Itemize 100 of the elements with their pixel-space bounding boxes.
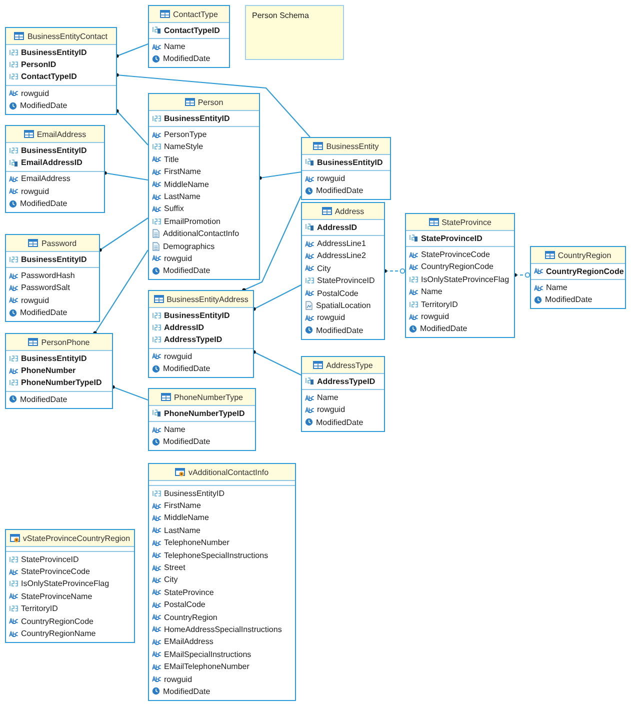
note: Person Schema xyxy=(245,5,344,60)
table-name: ContactType xyxy=(173,10,218,18)
column-name: AddressLine2 xyxy=(317,251,366,260)
column-name: ModifiedDate xyxy=(20,101,68,110)
table-name: Address xyxy=(334,206,364,216)
column-name: CountryRegionCode xyxy=(21,616,94,626)
column-name: EmailAddressID xyxy=(21,158,82,168)
column-name: EMailTelephoneNumber xyxy=(164,662,250,672)
table-box xyxy=(301,202,385,340)
column-name: ModifiedDate xyxy=(20,199,68,208)
column-name: BusinessEntityID xyxy=(21,254,87,264)
column-name: rowguid xyxy=(317,405,346,414)
column-name: TerritoryID xyxy=(21,604,58,614)
column-name: Name xyxy=(317,393,338,402)
column-name: TelephoneNumber xyxy=(164,538,230,548)
column-name: PersonID xyxy=(21,60,56,70)
table-box xyxy=(5,333,113,409)
column-name: StateProvinceID xyxy=(21,554,79,564)
relationship-line xyxy=(513,272,530,278)
column-name: rowguid xyxy=(21,186,50,196)
column-name: EMailSpecialInstructions xyxy=(164,650,252,659)
table-name: AddressType xyxy=(326,360,373,370)
table-name: PersonPhone xyxy=(41,338,90,346)
column-name: Name xyxy=(421,287,442,296)
column-name: ModifiedDate xyxy=(545,295,592,304)
table-box xyxy=(301,137,391,200)
column-name: Title xyxy=(164,154,179,164)
column-name: NameStyle xyxy=(164,142,204,152)
relationship-line xyxy=(115,109,148,146)
column-name: BusinessEntityID xyxy=(21,146,87,155)
table-box xyxy=(5,125,105,213)
column-name: Name xyxy=(164,42,186,52)
column-name: BusinessEntityID xyxy=(21,48,87,57)
column-name: AddressID xyxy=(164,323,204,332)
table-name: EmailAddress xyxy=(36,130,86,138)
column-name: ModifiedDate xyxy=(163,266,210,276)
table-name: CountryRegion xyxy=(558,250,612,260)
column-name: rowguid xyxy=(21,296,50,305)
column-name: rowguid xyxy=(317,313,346,322)
column-name: rowguid xyxy=(164,674,192,684)
column-name: BusinessEntityID xyxy=(21,354,87,363)
column-name: ModifiedDate xyxy=(163,686,210,696)
table-box xyxy=(405,213,515,338)
column-name: EMailAddress xyxy=(164,637,214,646)
column-name: AdditionalContactInfo xyxy=(163,229,240,238)
table-box xyxy=(301,356,385,432)
column-name: ModifiedDate xyxy=(163,437,210,446)
table-box xyxy=(530,246,626,310)
table-name: Password xyxy=(41,238,77,248)
column-name: ModifiedDate xyxy=(316,418,364,427)
column-name: EmailAddress xyxy=(21,174,70,184)
relationship-line xyxy=(111,385,148,401)
column-name: CountryRegionCode xyxy=(546,266,624,276)
column-name: Name xyxy=(546,283,568,292)
relationship-line xyxy=(115,73,310,138)
table-name: vAdditionalContactInfo xyxy=(188,468,269,476)
column-name: PersonType xyxy=(164,130,207,140)
column-name: PostalCode xyxy=(164,600,206,610)
column-name: Name xyxy=(164,425,186,434)
column-name: LastName xyxy=(164,526,200,535)
relationship-line xyxy=(98,218,148,252)
table-name: StateProvince xyxy=(442,218,492,226)
column-name: PhoneNumberTypeID xyxy=(21,378,102,388)
table-box xyxy=(5,234,100,322)
table-name: PhoneNumberType xyxy=(174,392,243,402)
column-name: ModifiedDate xyxy=(163,54,210,64)
column-name: ModifiedDate xyxy=(163,364,210,374)
column-name: StateProvinceID xyxy=(317,276,375,286)
relationship-line xyxy=(242,196,302,292)
column-name: StateProvinceID xyxy=(421,234,482,243)
table-box xyxy=(5,27,117,115)
relationship-line xyxy=(258,171,302,180)
column-name: StateProvince xyxy=(164,588,214,597)
table-name: BusinessEntityContact xyxy=(27,32,108,40)
column-name: AddressLine1 xyxy=(317,239,366,248)
column-name: IsOnlyStateProvinceFlag xyxy=(421,274,510,284)
view-box xyxy=(148,463,296,701)
column-name: ContactTypeID xyxy=(164,26,220,35)
relationship-line xyxy=(103,171,148,181)
column-name: BusinessEntityID xyxy=(317,158,383,167)
column-name: TelephoneSpecialInstructions xyxy=(164,550,268,560)
column-name: AddressID xyxy=(317,222,358,232)
column-name: EmailPromotion xyxy=(164,216,220,226)
column-name: StateProvinceCode xyxy=(21,567,90,576)
table-box xyxy=(148,290,254,378)
column-name: City xyxy=(317,264,331,273)
column-name: PasswordHash xyxy=(21,271,75,280)
column-name: FirstName xyxy=(164,501,201,510)
column-name: ModifiedDate xyxy=(316,186,364,196)
relationship-line xyxy=(252,350,302,376)
relationship-line xyxy=(252,284,302,311)
column-name: ModifiedDate xyxy=(20,394,68,404)
column-name: ModifiedDate xyxy=(420,324,468,334)
table-name: vStateProvinceCountryRegion xyxy=(22,534,130,542)
column-name: ModifiedDate xyxy=(316,326,364,335)
column-name: PasswordSalt xyxy=(21,283,70,292)
relationship-line xyxy=(93,250,148,335)
column-name: StateProvinceCode xyxy=(421,250,490,260)
column-name: AddressTypeID xyxy=(317,376,376,386)
view-box xyxy=(5,529,135,643)
